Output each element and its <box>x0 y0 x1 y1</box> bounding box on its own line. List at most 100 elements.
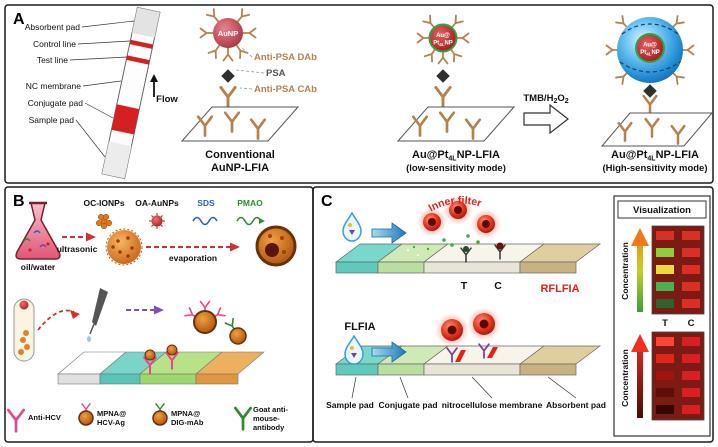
result-band <box>656 248 674 257</box>
strip-surface <box>396 106 516 142</box>
result-band <box>682 299 700 308</box>
mpna-dig-label-1: MPNA@ <box>171 409 200 418</box>
result-band <box>656 282 674 291</box>
legend-anti-hcv: Anti-HCV <box>6 408 61 433</box>
panel-a-border <box>4 4 714 184</box>
psa-diamond-icon <box>221 69 235 83</box>
anti-hcv-icon <box>6 408 26 433</box>
label-test-line: Test line <box>37 55 68 65</box>
result-band <box>682 405 700 414</box>
lfia-strip-diagram <box>101 6 161 180</box>
result-band <box>656 371 674 380</box>
result-band <box>656 337 674 346</box>
flow-direction-arrow <box>371 341 407 363</box>
result-band <box>656 231 674 240</box>
antibody-icon <box>437 50 449 65</box>
flask-icon <box>15 201 61 260</box>
aupt-core-label-line1: Au@ <box>643 43 657 49</box>
result-band <box>656 354 674 363</box>
capture-antibody-icon <box>642 94 658 115</box>
concentration-label-bottom: Concentration <box>620 349 630 407</box>
strip-surface <box>180 106 300 142</box>
absorbent-pad-band <box>132 7 160 38</box>
psa-diamond-icon <box>643 84 657 98</box>
control-line-mark: C <box>494 280 502 292</box>
absorbent-pad-label: Absorbent pad <box>546 400 606 410</box>
t-column-label: T <box>662 318 668 329</box>
aupt-core-label-line2: Pt4LNP <box>640 50 660 57</box>
aupt-core-particle <box>635 33 665 63</box>
tmb-h2o2-label: TMB/H2O2 <box>523 93 568 105</box>
legend-mpna-hcv: MPNA@ HCV-Ag <box>78 403 126 427</box>
aunp-label: AuNP <box>218 29 238 38</box>
result-band <box>656 388 674 397</box>
rflfia-label: RFLFIA <box>540 283 579 295</box>
sample-pad-band <box>102 141 132 179</box>
sds-label: SDS <box>197 198 215 208</box>
ultrasonic-label: ultrasonic <box>57 244 98 254</box>
mpna-dig-icon <box>152 410 168 426</box>
visualization-title: Visualization <box>633 205 691 216</box>
anti-psa-dab-label: Anti-PSA DAb <box>254 52 317 63</box>
conjugate-pad-band <box>111 104 140 135</box>
label-absorbent-pad: Absorbent pad <box>25 22 81 32</box>
lfia-strip-3d <box>57 344 265 385</box>
result-band <box>656 405 674 414</box>
label-sample-pad: Sample pad <box>29 115 75 125</box>
strip-surface <box>600 112 714 147</box>
capture-antibody-icon <box>434 85 452 109</box>
oa-aunps-icon <box>149 213 165 229</box>
legend-mpna-dig: MPNA@ DIG-mAb <box>152 403 204 427</box>
mpna-sphere <box>255 225 297 267</box>
result-band <box>682 231 700 240</box>
aupt-label-line1: Au@ <box>436 33 450 39</box>
panel-b-label: B <box>13 193 25 210</box>
oc-ionps-icon <box>95 213 113 230</box>
concentration-arrow-bottom <box>637 348 643 418</box>
conjugate-pad-label: Conjugate pad <box>378 400 437 410</box>
goat-antibody-icon <box>233 406 253 431</box>
flow-direction-arrow <box>371 222 407 244</box>
label-nc-membrane: NC membrane <box>26 81 82 91</box>
pmao-label: PMAO <box>237 198 263 208</box>
panel-c-label: C <box>321 193 333 210</box>
conventional-aunp-schematic: AuNP <box>180 8 300 142</box>
result-band <box>682 354 700 363</box>
test-line-band <box>126 55 150 65</box>
result-band <box>682 388 700 397</box>
low-sensitivity-schematic: Au@ Pt4LNP <box>396 14 516 142</box>
tmb-reaction-arrow <box>523 103 569 135</box>
flfia-result-bands <box>656 337 700 414</box>
rflfia-result-bands <box>656 231 700 308</box>
concentration-arrow-top <box>637 242 643 312</box>
antibody-icon <box>416 32 431 44</box>
rflfia-sample-drop-icon <box>342 211 362 242</box>
conventional-caption-line1: Conventional <box>205 149 275 161</box>
mpna-hcv-label-1: MPNA@ <box>97 409 126 418</box>
antibody-icon <box>242 27 257 39</box>
visualization-box: Visualization Concentration T C Concentr… <box>613 195 711 437</box>
goat-label-2: mouse- <box>253 414 280 423</box>
result-band <box>682 337 700 346</box>
psa-diamond-icon <box>436 69 450 83</box>
aupt-particle <box>428 23 458 53</box>
conventional-caption-line2: AuNP-LFIA <box>211 162 269 174</box>
psa-label: PSA <box>266 68 286 79</box>
nitrocellulose-membrane-label: nitrocellulose membrane <box>442 400 543 410</box>
incubation-arrow <box>126 305 164 315</box>
oc-ionps-label: OC-IONPs <box>83 198 124 208</box>
result-band <box>682 371 700 380</box>
oil-water-label: oil/water <box>21 262 56 272</box>
label-conjugate-pad: Conjugate pad <box>28 98 84 108</box>
concentration-label-top: Concentration <box>620 242 630 300</box>
mpna-hcv-label-2: HCV-Ag <box>97 418 125 427</box>
mpna-hcv-icon <box>78 410 94 426</box>
c-column-label: C <box>688 318 695 329</box>
aupt-label-line2: Pt4LNP <box>433 41 453 48</box>
high-sensitivity-schematic: Au@ Pt4LNP <box>600 15 714 147</box>
mpna-dig-label-2: DIG-mAb <box>171 418 204 427</box>
rflfia-strip <box>334 242 602 274</box>
sample-pad-label: Sample pad <box>326 400 374 410</box>
